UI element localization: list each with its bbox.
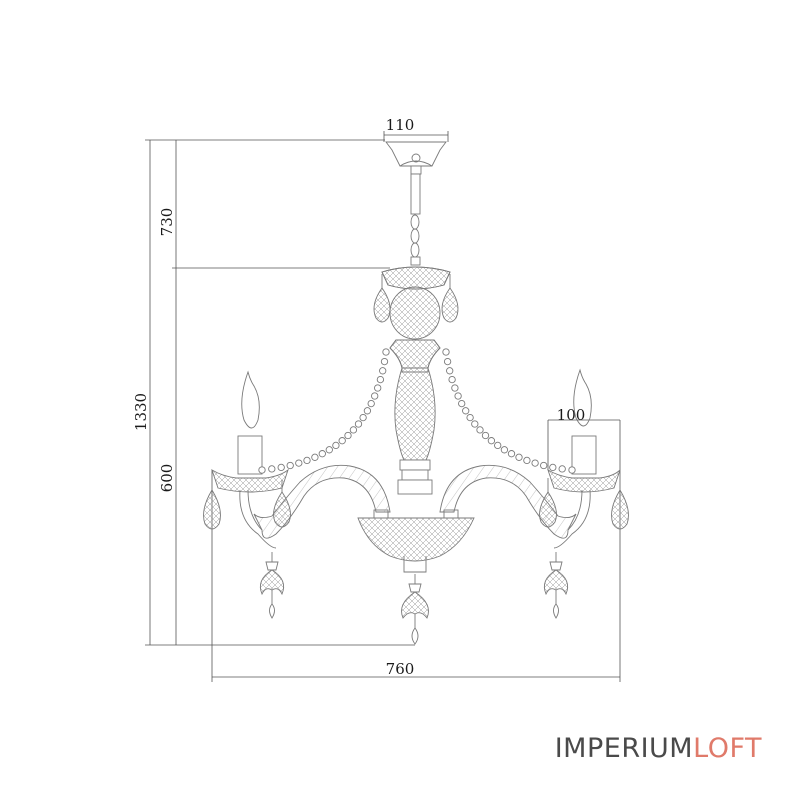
garland-bead [379, 367, 387, 375]
garland-bead [376, 375, 385, 384]
bead-garland-right [442, 348, 576, 474]
garland-bead [371, 392, 379, 400]
garland-bead [451, 384, 459, 392]
brand-part2: LOFT [693, 733, 762, 764]
garland-bead [367, 399, 375, 408]
bead-garland-left [258, 348, 390, 474]
garland-bead [523, 456, 531, 465]
garland-bead [277, 463, 285, 472]
garland-bead [487, 437, 496, 445]
central-stem [389, 339, 441, 495]
dim-total-height: 1330 [132, 393, 150, 431]
garland-bead [268, 465, 276, 473]
top-side-drops [373, 274, 459, 323]
garland-bead [568, 466, 576, 474]
right-candle [547, 368, 621, 493]
garland-bead [462, 407, 470, 415]
pendant-right [543, 552, 569, 619]
garland-bead [318, 450, 326, 458]
garland-bead [349, 426, 358, 434]
garland-bead [494, 441, 502, 450]
garland-bead [286, 461, 294, 470]
garland-bead [481, 431, 490, 440]
brand-logo: IMPERIUMLOFT [555, 733, 762, 764]
garland-bead [382, 348, 390, 356]
top-crystal-cup [381, 266, 451, 290]
pendant-center [401, 574, 429, 645]
dim-canopy-width: 110 [386, 116, 415, 134]
suspension-chain [410, 173, 421, 266]
garland-bead [311, 453, 319, 461]
left-candle-drops [203, 474, 291, 530]
garland-bead [458, 399, 466, 408]
garland-bead [258, 466, 266, 474]
garland-bead [363, 407, 372, 415]
garland-bead [549, 463, 557, 472]
garland-bead [442, 348, 450, 356]
garland-bead [531, 459, 539, 467]
central-ball [389, 286, 441, 340]
bottom-bowl [357, 509, 475, 573]
garland-bead [332, 441, 340, 450]
right-candle-drops [539, 474, 629, 530]
garland-bead [380, 357, 389, 366]
dimension-lines [145, 131, 621, 682]
garland-bead [338, 437, 346, 445]
garland-bead [359, 413, 367, 422]
pendant-left [259, 552, 285, 619]
garland-bead [374, 384, 382, 392]
garland-bead [507, 450, 516, 458]
garland-bead [540, 461, 548, 470]
garland-bead [448, 375, 456, 384]
dim-body-height: 600 [158, 464, 176, 493]
garland-bead [454, 392, 462, 400]
garland-bead [500, 446, 509, 454]
garland-bead [476, 426, 484, 434]
garland-bead [303, 456, 311, 465]
garland-bead [446, 367, 454, 375]
garland-bead [344, 431, 352, 440]
garland-bead [325, 446, 333, 454]
dim-chain-height: 730 [158, 208, 176, 237]
dim-candle-width: 100 [557, 406, 586, 424]
garland-bead [471, 420, 479, 428]
left-candle [211, 370, 289, 493]
garland-bead [295, 459, 303, 467]
garland-bead [466, 413, 474, 422]
garland-bead [515, 453, 523, 461]
garland-bead [443, 357, 452, 366]
dim-total-width: 760 [386, 660, 415, 678]
garland-bead [354, 420, 363, 428]
garland-bead [558, 465, 566, 473]
ceiling-canopy [385, 141, 447, 175]
brand-part1: IMPERIUM [554, 733, 694, 764]
